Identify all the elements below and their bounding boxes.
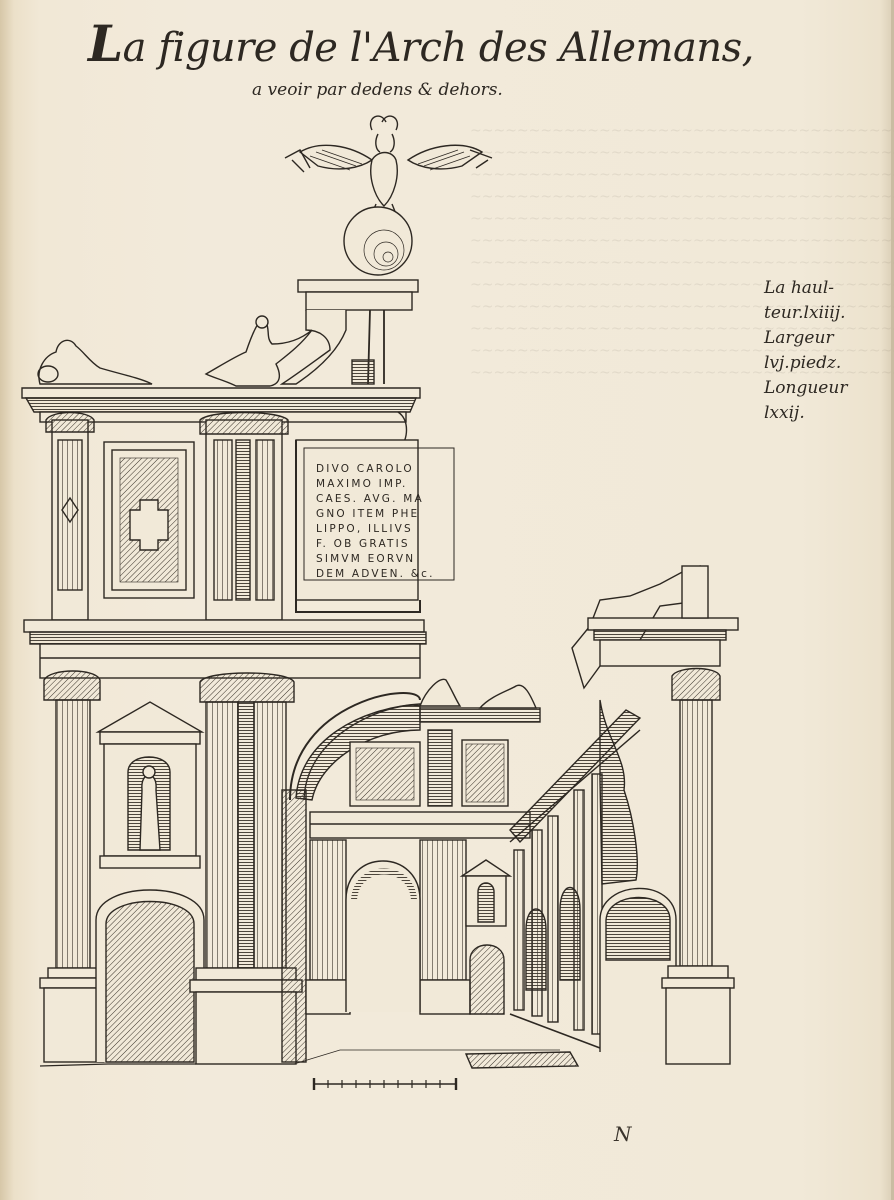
globe-icon: [343, 206, 413, 276]
inscription-line: SIMVM EORVN: [316, 553, 416, 565]
page-title: La figure de l'Arch des Allemans,: [88, 14, 754, 73]
margin-note-line: La haul-: [764, 278, 835, 298]
double-headed-eagle-icon: [284, 115, 493, 215]
margin-note-line: Largeur: [764, 328, 834, 348]
reclining-figure-left: [38, 339, 153, 385]
margin-note-line: Longueur: [764, 378, 848, 398]
page-edge: [891, 0, 894, 1200]
inscription-line: CAES. AVG. MA: [316, 493, 424, 505]
margin-note-dimensions: La haul- teur.lxiiij. Largeur lvj.piedz.…: [764, 276, 847, 426]
inscription-line: GNO ITEM PHE: [316, 508, 420, 520]
inscription-line: DIVO CAROLO: [316, 463, 414, 475]
signature-mark: N: [614, 1122, 632, 1146]
inscription-line: DEM ADVEN. &c.: [316, 568, 435, 580]
figure-on-inner-gate-1: [418, 678, 462, 707]
margin-note-line: teur.lxiiij.: [764, 303, 846, 323]
spine-shadow: [0, 0, 14, 1200]
margin-note-line: lxxij.: [764, 403, 805, 423]
title-initial: L: [88, 14, 123, 73]
inscription-line: F. OB GRATIS: [316, 538, 410, 550]
inscription-line: LIPPO, ILLIVS: [316, 523, 413, 535]
scale-bar: [312, 1078, 458, 1090]
arch-inscription: DIVO CAROLO MAXIMO IMP. CAES. AVG. MA GN…: [316, 462, 456, 582]
title-text: a figure de l'Arch des Allemans,: [122, 25, 755, 71]
inscription-line: MAXIMO IMP.: [316, 478, 408, 490]
margin-note-line: lvj.piedz.: [764, 353, 842, 373]
figure-on-inner-gate-2: [478, 684, 538, 709]
seated-figure: [204, 317, 313, 387]
page-subtitle: a veoir par dedens & dehors.: [252, 80, 503, 100]
